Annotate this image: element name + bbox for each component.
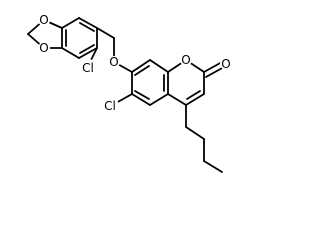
atom-o-carbonyl: O — [221, 57, 230, 71]
atom-cl-coumarin: Cl — [104, 99, 116, 113]
bond-ar5-ar6 — [78, 17, 98, 29]
bond-c7-c8-inner — [134, 65, 150, 76]
bond-c4-c4a — [167, 93, 187, 106]
atom-o-dioxole-bottom: O — [39, 41, 48, 55]
bond-c2-o-carbonyl-double — [205, 66, 225, 78]
bond-c2-o-carbonyl — [203, 61, 223, 73]
bond-ar2-ar3 — [61, 47, 80, 59]
bond-c5-c6-inner — [134, 90, 150, 100]
bond-butyl1-butyl2 — [185, 126, 205, 140]
bond-c6-cl — [115, 93, 133, 104]
bond-c5-c6 — [131, 93, 151, 106]
bond-ar3-ar4 — [78, 47, 98, 59]
molecule-structure-diagram: O O Cl O O O Cl — [27, 13, 232, 173]
bond-c8-c8a — [149, 59, 169, 73]
bond-ar6-ar1 — [61, 17, 80, 29]
bond-c7-c8 — [131, 59, 151, 73]
bond-c3-c4-inner — [186, 90, 201, 100]
atom-bg-o-dioxole-bottom — [38, 42, 50, 54]
atom-bg-o-dioxole-top — [38, 14, 50, 26]
atom-o-ring: O — [181, 53, 190, 67]
bond-ar5-ar6-inner — [79, 22, 95, 32]
bond-butyl3-butyl4 — [203, 160, 223, 173]
bond-c3-c4 — [185, 93, 205, 106]
atom-bg-o-ring — [180, 54, 192, 66]
atom-cl-benzyl: Cl — [82, 61, 94, 75]
atom-bg-o-ether — [108, 56, 120, 68]
atom-o-ether: O — [109, 55, 118, 69]
atom-bg-cl-benzyl — [79, 59, 97, 77]
atom-bg-o-carbonyl — [220, 58, 232, 70]
atom-bg-cl-coumarin — [101, 97, 119, 115]
bond-ar3-ar4-inner — [79, 44, 95, 54]
bond-ar5-ch2 — [96, 27, 115, 39]
bond-layer — [27, 17, 225, 173]
atom-label-layer: O O Cl O O O Cl — [38, 13, 232, 115]
atom-o-dioxole-top: O — [39, 13, 48, 27]
bond-c4a-c5 — [149, 93, 169, 106]
